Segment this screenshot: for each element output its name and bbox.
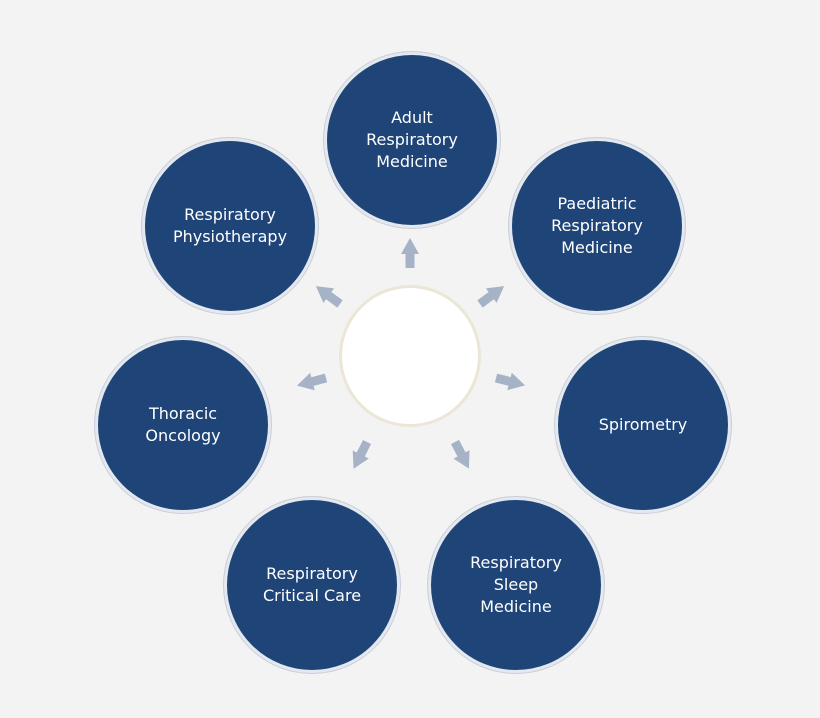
node-respiratory-sleep-medicine: Respiratory Sleep Medicine: [428, 497, 604, 673]
arrow-to-adult-respiratory-medicine: [401, 238, 419, 268]
arrow-to-thoracic-oncology: [297, 372, 328, 391]
node-spirometry: Spirometry: [555, 337, 731, 513]
arrow-to-respiratory-sleep-medicine: [451, 439, 470, 469]
node-label: Respiratory Critical Care: [262, 564, 362, 605]
node-paediatric-respiratory-medicine: Paediatric Respiratory Medicine: [509, 138, 685, 314]
arrow-to-respiratory-physiotherapy: [315, 286, 343, 308]
node-adult-respiratory-medicine: Adult Respiratory Medicine: [324, 52, 500, 228]
node-thoracic-oncology: Thoracic Oncology: [95, 337, 271, 513]
arrow-to-spirometry: [494, 372, 526, 391]
arrow-to-respiratory-critical-care: [352, 440, 371, 469]
node-label: Thoracic Oncology: [145, 404, 221, 445]
node-label: Respiratory Physiotherapy: [172, 205, 288, 246]
node-label: Respiratory Sleep Medicine: [470, 553, 562, 616]
node-label: Adult Respiratory Medicine: [366, 108, 458, 171]
node-respiratory-critical-care: Respiratory Critical Care: [224, 497, 400, 673]
node-label: Spirometry: [598, 415, 688, 434]
center-hub: [339, 285, 481, 427]
node-respiratory-physiotherapy: Respiratory Physiotherapy: [142, 138, 318, 314]
arrow-to-paediatric-respiratory-medicine: [477, 286, 505, 308]
node-label: Paediatric Respiratory Medicine: [551, 194, 643, 257]
